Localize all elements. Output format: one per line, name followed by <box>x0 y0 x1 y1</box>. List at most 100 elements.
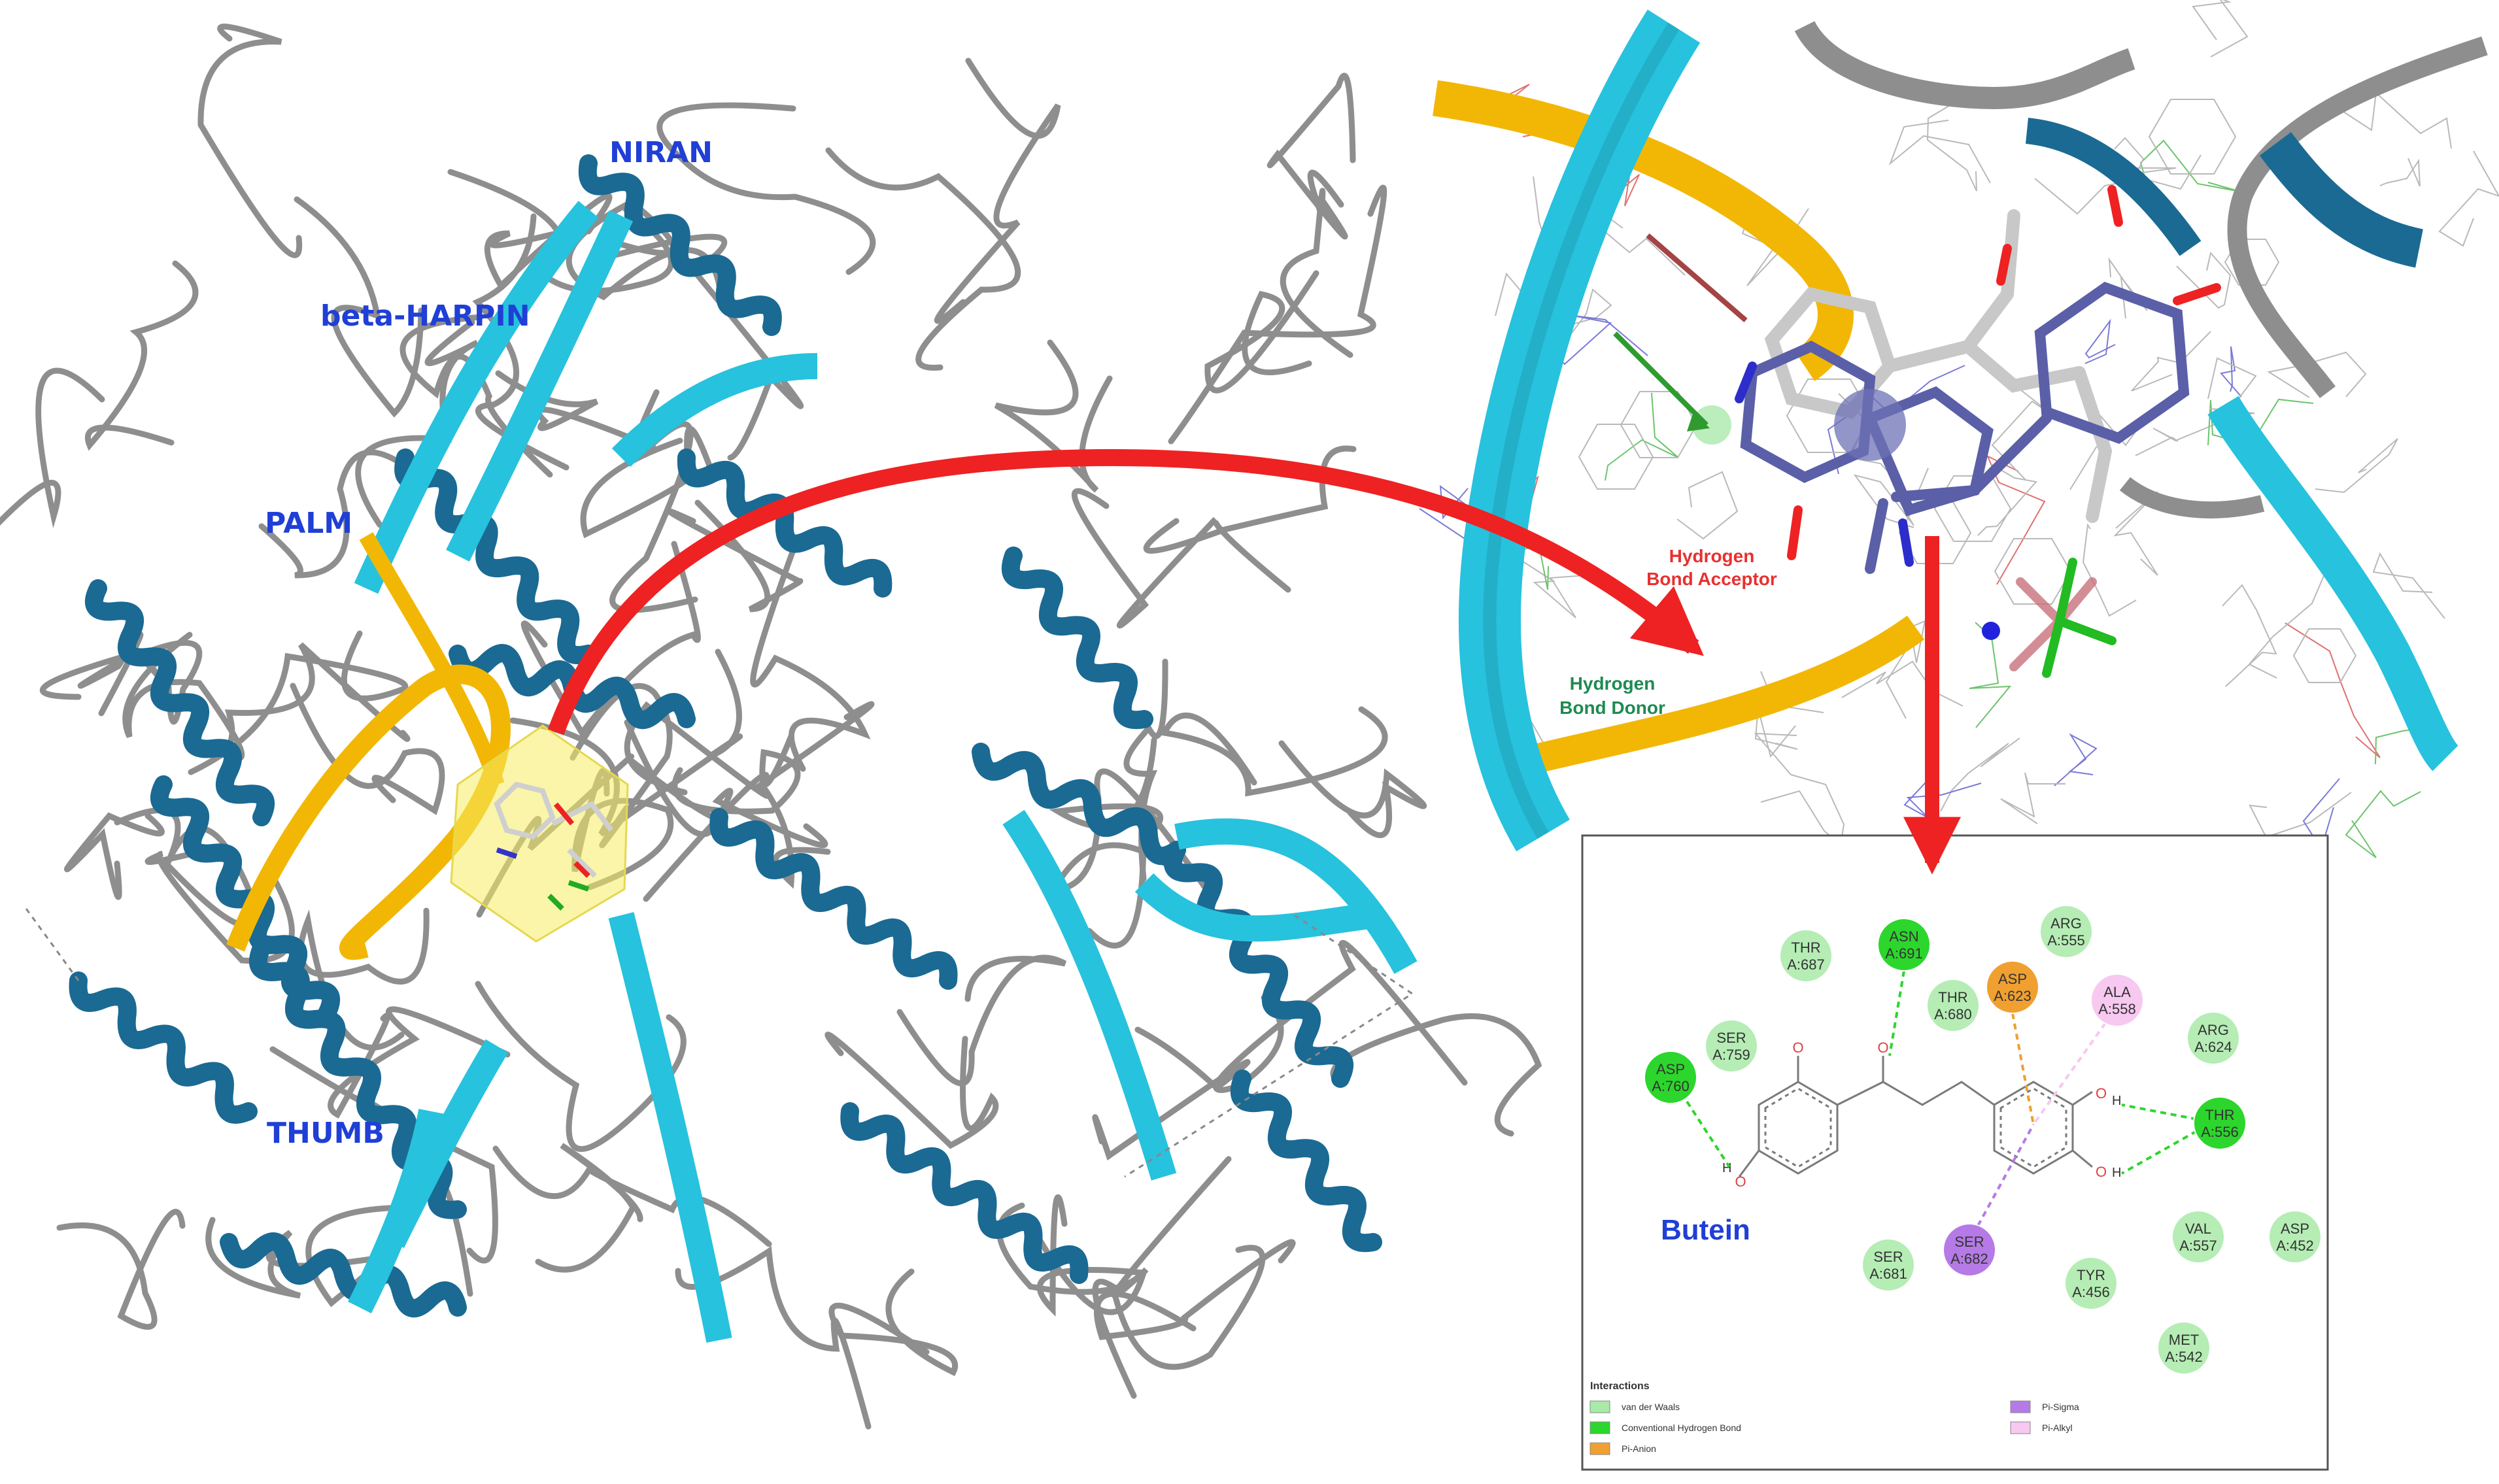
residue-wire <box>2000 772 2066 824</box>
residue-number: A:555 <box>2047 932 2085 949</box>
residue-number: A:681 <box>1869 1266 1907 1282</box>
coil-segment <box>0 367 105 528</box>
coil-segment <box>355 319 479 528</box>
coil-segment <box>1278 740 1427 838</box>
residue-wire <box>1754 732 1845 846</box>
rna-ribbon <box>226 664 511 960</box>
interaction-line-ser682 <box>1977 1124 2035 1226</box>
residue-wire <box>2315 438 2398 494</box>
coil-segment <box>825 147 1021 371</box>
residue-circle <box>1926 979 1980 1032</box>
helix-segment <box>1163 841 1354 1088</box>
residue-name: ASP <box>1656 1061 1685 1077</box>
strand-segment <box>1002 809 1177 1181</box>
coil-segment <box>1092 1245 1266 1399</box>
residue-wire <box>2345 790 2421 858</box>
coil-segment <box>750 538 871 772</box>
helix-segment <box>84 579 275 826</box>
residue-circle <box>1877 918 1931 971</box>
residue-wire <box>1926 104 1977 192</box>
helix-segment <box>840 1102 1089 1284</box>
coil-segment <box>896 954 1067 1087</box>
acceptor-label-line2: Bond Acceptor <box>1646 569 1777 589</box>
helix-segment <box>150 775 341 1022</box>
strand-segment <box>348 1109 445 1313</box>
coil-segment <box>666 499 804 613</box>
residue-number: A:760 <box>1652 1078 1690 1094</box>
residue-wire <box>1888 120 1991 184</box>
residue-wire <box>1885 620 1926 719</box>
residue-wire <box>2114 137 2177 175</box>
residue-wire <box>2438 150 2499 247</box>
residue-name: ASP <box>2281 1221 2309 1237</box>
residue-wire <box>2192 0 2249 58</box>
coil-segment <box>1143 445 1357 554</box>
residue-circle <box>2193 1096 2247 1150</box>
para-oxygen: O <box>1735 1173 1746 1190</box>
residue-name: MET <box>2169 1332 2199 1348</box>
diagram-frame <box>1581 834 2329 1471</box>
residue-wire <box>2176 251 2232 309</box>
residue-wire <box>2372 552 2445 619</box>
legend-label-hbond: Conventional Hydrogen Bond <box>1622 1423 1741 1433</box>
residue-wire <box>1977 464 2037 536</box>
legend: Interactions van der Waals Conventional … <box>1590 1381 2079 1455</box>
catechol-oxygen-1: O <box>2096 1085 2107 1102</box>
coil-segment <box>197 24 303 258</box>
coil-segment <box>509 649 743 837</box>
residue-wire <box>1986 454 2046 585</box>
residue-ring-wire <box>2224 239 2280 286</box>
coil-segment <box>1035 1194 1148 1317</box>
coil-segment <box>1330 1013 1542 1137</box>
coil-segment <box>1204 270 1319 394</box>
residue-circle <box>2039 905 2093 958</box>
legend-swatch-vdw <box>1590 1400 1610 1413</box>
legend-swatch-pi-sigma <box>2010 1400 2031 1413</box>
coil-segment <box>258 449 414 579</box>
residue-ring-wire <box>2148 99 2237 175</box>
residue-number: A:687 <box>1787 956 1825 973</box>
residue-circle <box>2090 973 2144 1027</box>
interaction-line-thr556 <box>2121 1130 2198 1175</box>
domain-label-palm: PALM <box>265 507 352 540</box>
coil-segment <box>328 1006 511 1119</box>
coil-segment <box>188 630 409 775</box>
residue-name: VAL <box>2185 1221 2211 1237</box>
ligand-name: Butein <box>1661 1214 1750 1246</box>
residue-circle <box>2171 1210 2225 1264</box>
legend-label-pi-alkyl: Pi-Alkyl <box>2042 1423 2073 1433</box>
coil-segment <box>472 213 570 471</box>
strand-segment <box>1174 818 1418 974</box>
coil-segment <box>624 719 828 849</box>
residue-wire <box>2335 91 2452 149</box>
domain-label-thumb: THUMB <box>267 1117 384 1150</box>
donor-label-line1: Hydrogen <box>1570 673 1656 694</box>
residue-wire <box>1940 737 2020 812</box>
carbonyl-oxygen: O <box>1877 1039 1888 1056</box>
strand-segment <box>446 210 634 562</box>
coil-segment <box>934 58 1061 324</box>
residue-number: A:557 <box>2179 1238 2217 1254</box>
domain-labels: NIRAN beta-HARPIN PALM THUMB <box>265 136 713 1150</box>
residue-name: ASN <box>1889 928 1918 945</box>
coil-segment <box>39 632 144 717</box>
residue-number: A:624 <box>2194 1039 2232 1055</box>
legend-label-vdw: van der Waals <box>1622 1402 1680 1412</box>
residue-wire <box>2084 318 2116 364</box>
coil-segment <box>996 1156 1232 1299</box>
helix-segment <box>1230 1070 1382 1253</box>
catechol-h-1: H <box>2112 1094 2121 1108</box>
residue-wire <box>1676 471 1739 540</box>
coil-segment <box>1280 169 1353 358</box>
rna-ribbon <box>359 532 505 787</box>
interaction-line-asn691 <box>1888 970 1905 1056</box>
residue-wire <box>2135 424 2216 456</box>
helix-segment <box>578 154 782 336</box>
coil-segment <box>624 701 875 799</box>
